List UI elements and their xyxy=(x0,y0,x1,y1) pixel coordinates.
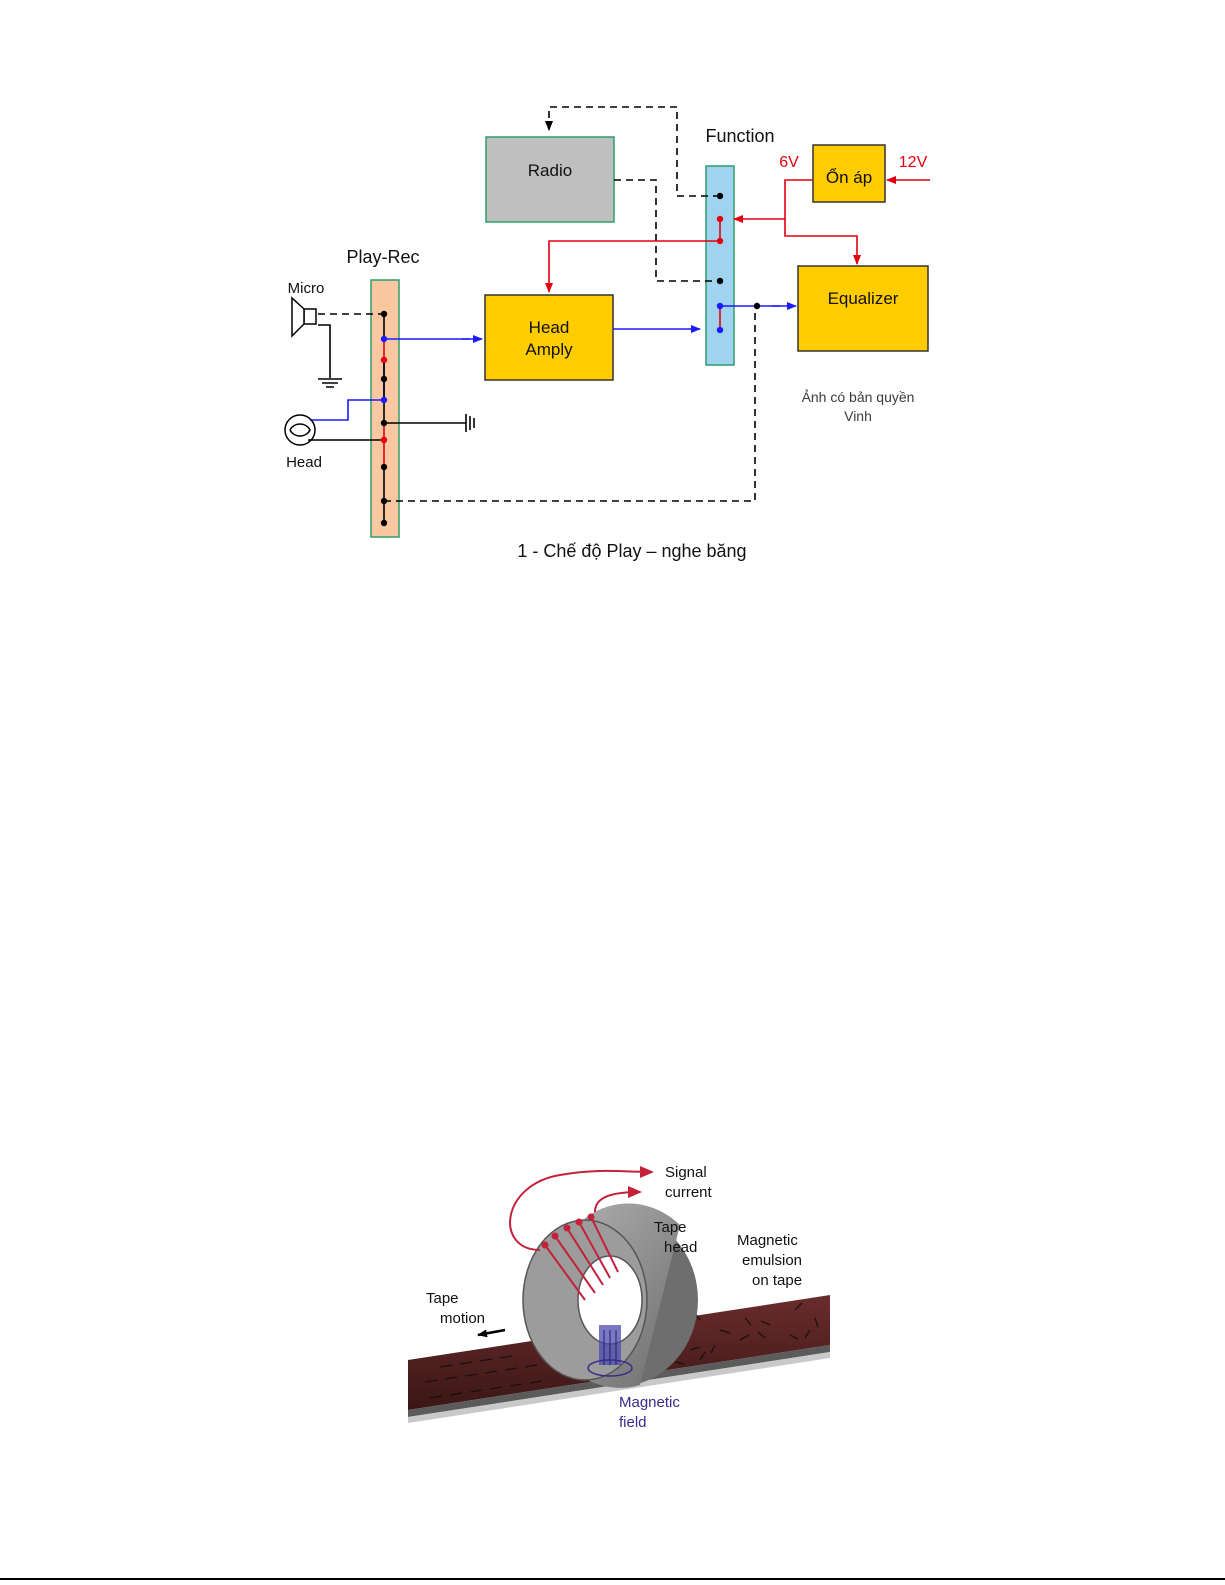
tape-head-label-line2: head xyxy=(664,1239,697,1256)
copyright-note-line2: Vinh xyxy=(844,408,872,424)
magnetic-field-label-line2: field xyxy=(619,1414,647,1431)
magnetic-field-label-line1: Magnetic xyxy=(619,1394,680,1411)
voltage-12v-label: 12V xyxy=(899,154,928,171)
radio-label: Radio xyxy=(528,161,572,180)
emulsion-label-line2: emulsion xyxy=(742,1252,802,1269)
copyright-note-line1: Ảnh có bản quyền xyxy=(802,389,915,405)
micro-label: Micro xyxy=(288,280,325,297)
microphone-icon xyxy=(292,298,316,336)
head-label: Head xyxy=(286,454,322,471)
head-amply-label-line1: Head xyxy=(529,318,570,337)
tape-head-illustration: Signal current Tape head Magnetic emulsi… xyxy=(408,1164,830,1431)
tape-motion-label-line2: motion xyxy=(440,1310,485,1327)
diagram-caption: 1 - Chế độ Play – nghe băng xyxy=(517,541,746,561)
voltage-6v-label: 6V xyxy=(779,154,799,171)
tape-motion-arrow xyxy=(478,1330,505,1335)
function-label: Function xyxy=(705,126,774,146)
voltage-regulator-label: Ổn áp xyxy=(826,168,872,187)
tape-head-label-line1: Tape xyxy=(654,1219,687,1236)
signal-current-label-line1: Signal xyxy=(665,1164,707,1181)
play-mode-block-diagram: Radio Head Amply Equalizer Ổn áp Functio… xyxy=(285,107,930,561)
equalizer-label: Equalizer xyxy=(828,289,899,308)
equalizer-block: Equalizer xyxy=(798,266,928,351)
emulsion-label-line3: on tape xyxy=(752,1272,802,1289)
radio-block: Radio xyxy=(486,137,614,222)
voltage-regulator-block: Ổn áp xyxy=(813,145,885,202)
head-amply-block: Head Amply xyxy=(485,295,613,380)
play-rec-label: Play-Rec xyxy=(346,247,419,267)
emulsion-label-line1: Magnetic xyxy=(737,1232,798,1249)
tape-head-icon xyxy=(285,415,315,445)
tape-motion-label-line1: Tape xyxy=(426,1290,459,1307)
head-amply-label-line2: Amply xyxy=(525,340,573,359)
signal-current-label-line2: current xyxy=(665,1184,713,1201)
page-bottom-rule xyxy=(0,1578,1225,1580)
